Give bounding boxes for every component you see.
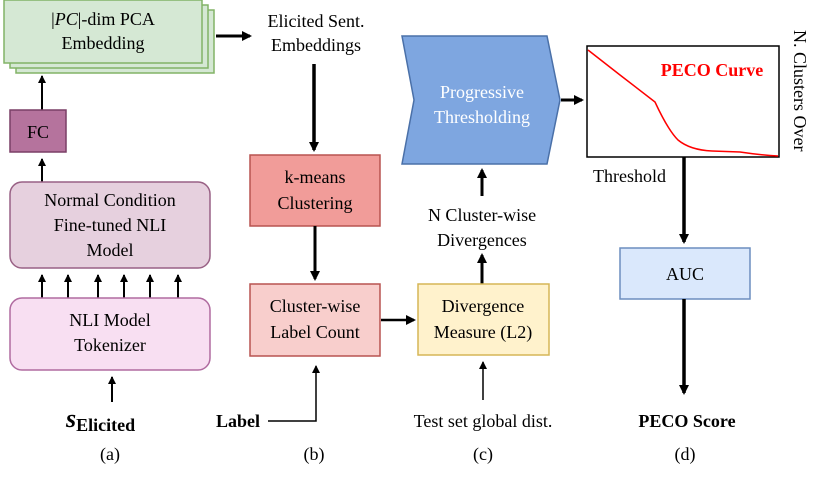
curve-ylabel: N. Clusters Over bbox=[790, 30, 810, 151]
fc-box bbox=[9, 109, 67, 153]
tokenizer-box bbox=[9, 297, 211, 371]
panel-d: PECO Curve Threshold N. Clusters Over AU… bbox=[586, 30, 810, 465]
panel-a: |PC|-dim PCA Embedding FC Normal Conditi… bbox=[3, 0, 215, 465]
label-count-box bbox=[249, 283, 381, 357]
panel-c: Progressive Thresholding N Cluster-wise … bbox=[401, 35, 561, 465]
input-s-elicited: sElicited bbox=[65, 404, 135, 435]
panel-b: Elicited Sent. Embeddings k-means Cluste… bbox=[216, 11, 381, 465]
pca-box-line2: Embedding bbox=[62, 33, 145, 53]
nli-box-line2: Fine-tuned NLI bbox=[54, 215, 166, 235]
nli-model-box bbox=[9, 181, 211, 269]
label-count-box-line2: Label Count bbox=[270, 322, 359, 342]
embeddings-label-line1: Elicited Sent. bbox=[268, 11, 365, 31]
divergence-box-line1: Divergence bbox=[442, 296, 525, 316]
tokenizer-box-line1: NLI Model bbox=[69, 310, 150, 330]
divergences-label-line1: N Cluster-wise bbox=[428, 205, 536, 225]
pca-embedding-box bbox=[3, 0, 203, 64]
nli-box-line3: Model bbox=[87, 240, 134, 260]
nli-box-line1: Normal Condition bbox=[44, 190, 176, 210]
kmeans-box-line2: Clustering bbox=[278, 193, 353, 213]
caption-a: (a) bbox=[100, 444, 120, 465]
pca-box-line1: |PC|-dim PCA bbox=[51, 9, 155, 29]
peco-curve-plot bbox=[586, 45, 780, 158]
curve-xlabel: Threshold bbox=[593, 166, 666, 186]
label-count-box-line1: Cluster-wise bbox=[270, 296, 361, 316]
tokenizer-box-line2: Tokenizer bbox=[74, 335, 146, 355]
auc-box bbox=[619, 247, 751, 300]
auc-box-label: AUC bbox=[666, 264, 704, 284]
caption-b: (b) bbox=[304, 444, 325, 465]
divergences-label-line2: Divergences bbox=[437, 230, 527, 250]
thresholding-box-line2: Thresholding bbox=[434, 107, 530, 127]
arrow-label-to-labelcount bbox=[268, 365, 320, 422]
label-input: Label bbox=[216, 411, 260, 431]
kmeans-box-line1: k-means bbox=[285, 167, 346, 187]
tokenizer-to-nli-arrows bbox=[38, 274, 182, 298]
global-dist-input: Test set global dist. bbox=[414, 411, 553, 431]
caption-c: (c) bbox=[473, 444, 493, 465]
thresholding-box-line1: Progressive bbox=[440, 82, 524, 102]
divergence-box bbox=[417, 283, 550, 356]
divergence-box-line2: Measure (L2) bbox=[434, 322, 532, 343]
thresholding-box bbox=[401, 35, 561, 165]
kmeans-box bbox=[249, 154, 381, 227]
peco-curve-title: PECO Curve bbox=[661, 60, 764, 80]
peco-score-output: PECO Score bbox=[638, 411, 735, 431]
peco-curve-line bbox=[587, 49, 779, 157]
embeddings-label-line2: Embeddings bbox=[271, 35, 361, 55]
fc-box-label: FC bbox=[27, 122, 49, 142]
caption-d: (d) bbox=[675, 444, 696, 465]
